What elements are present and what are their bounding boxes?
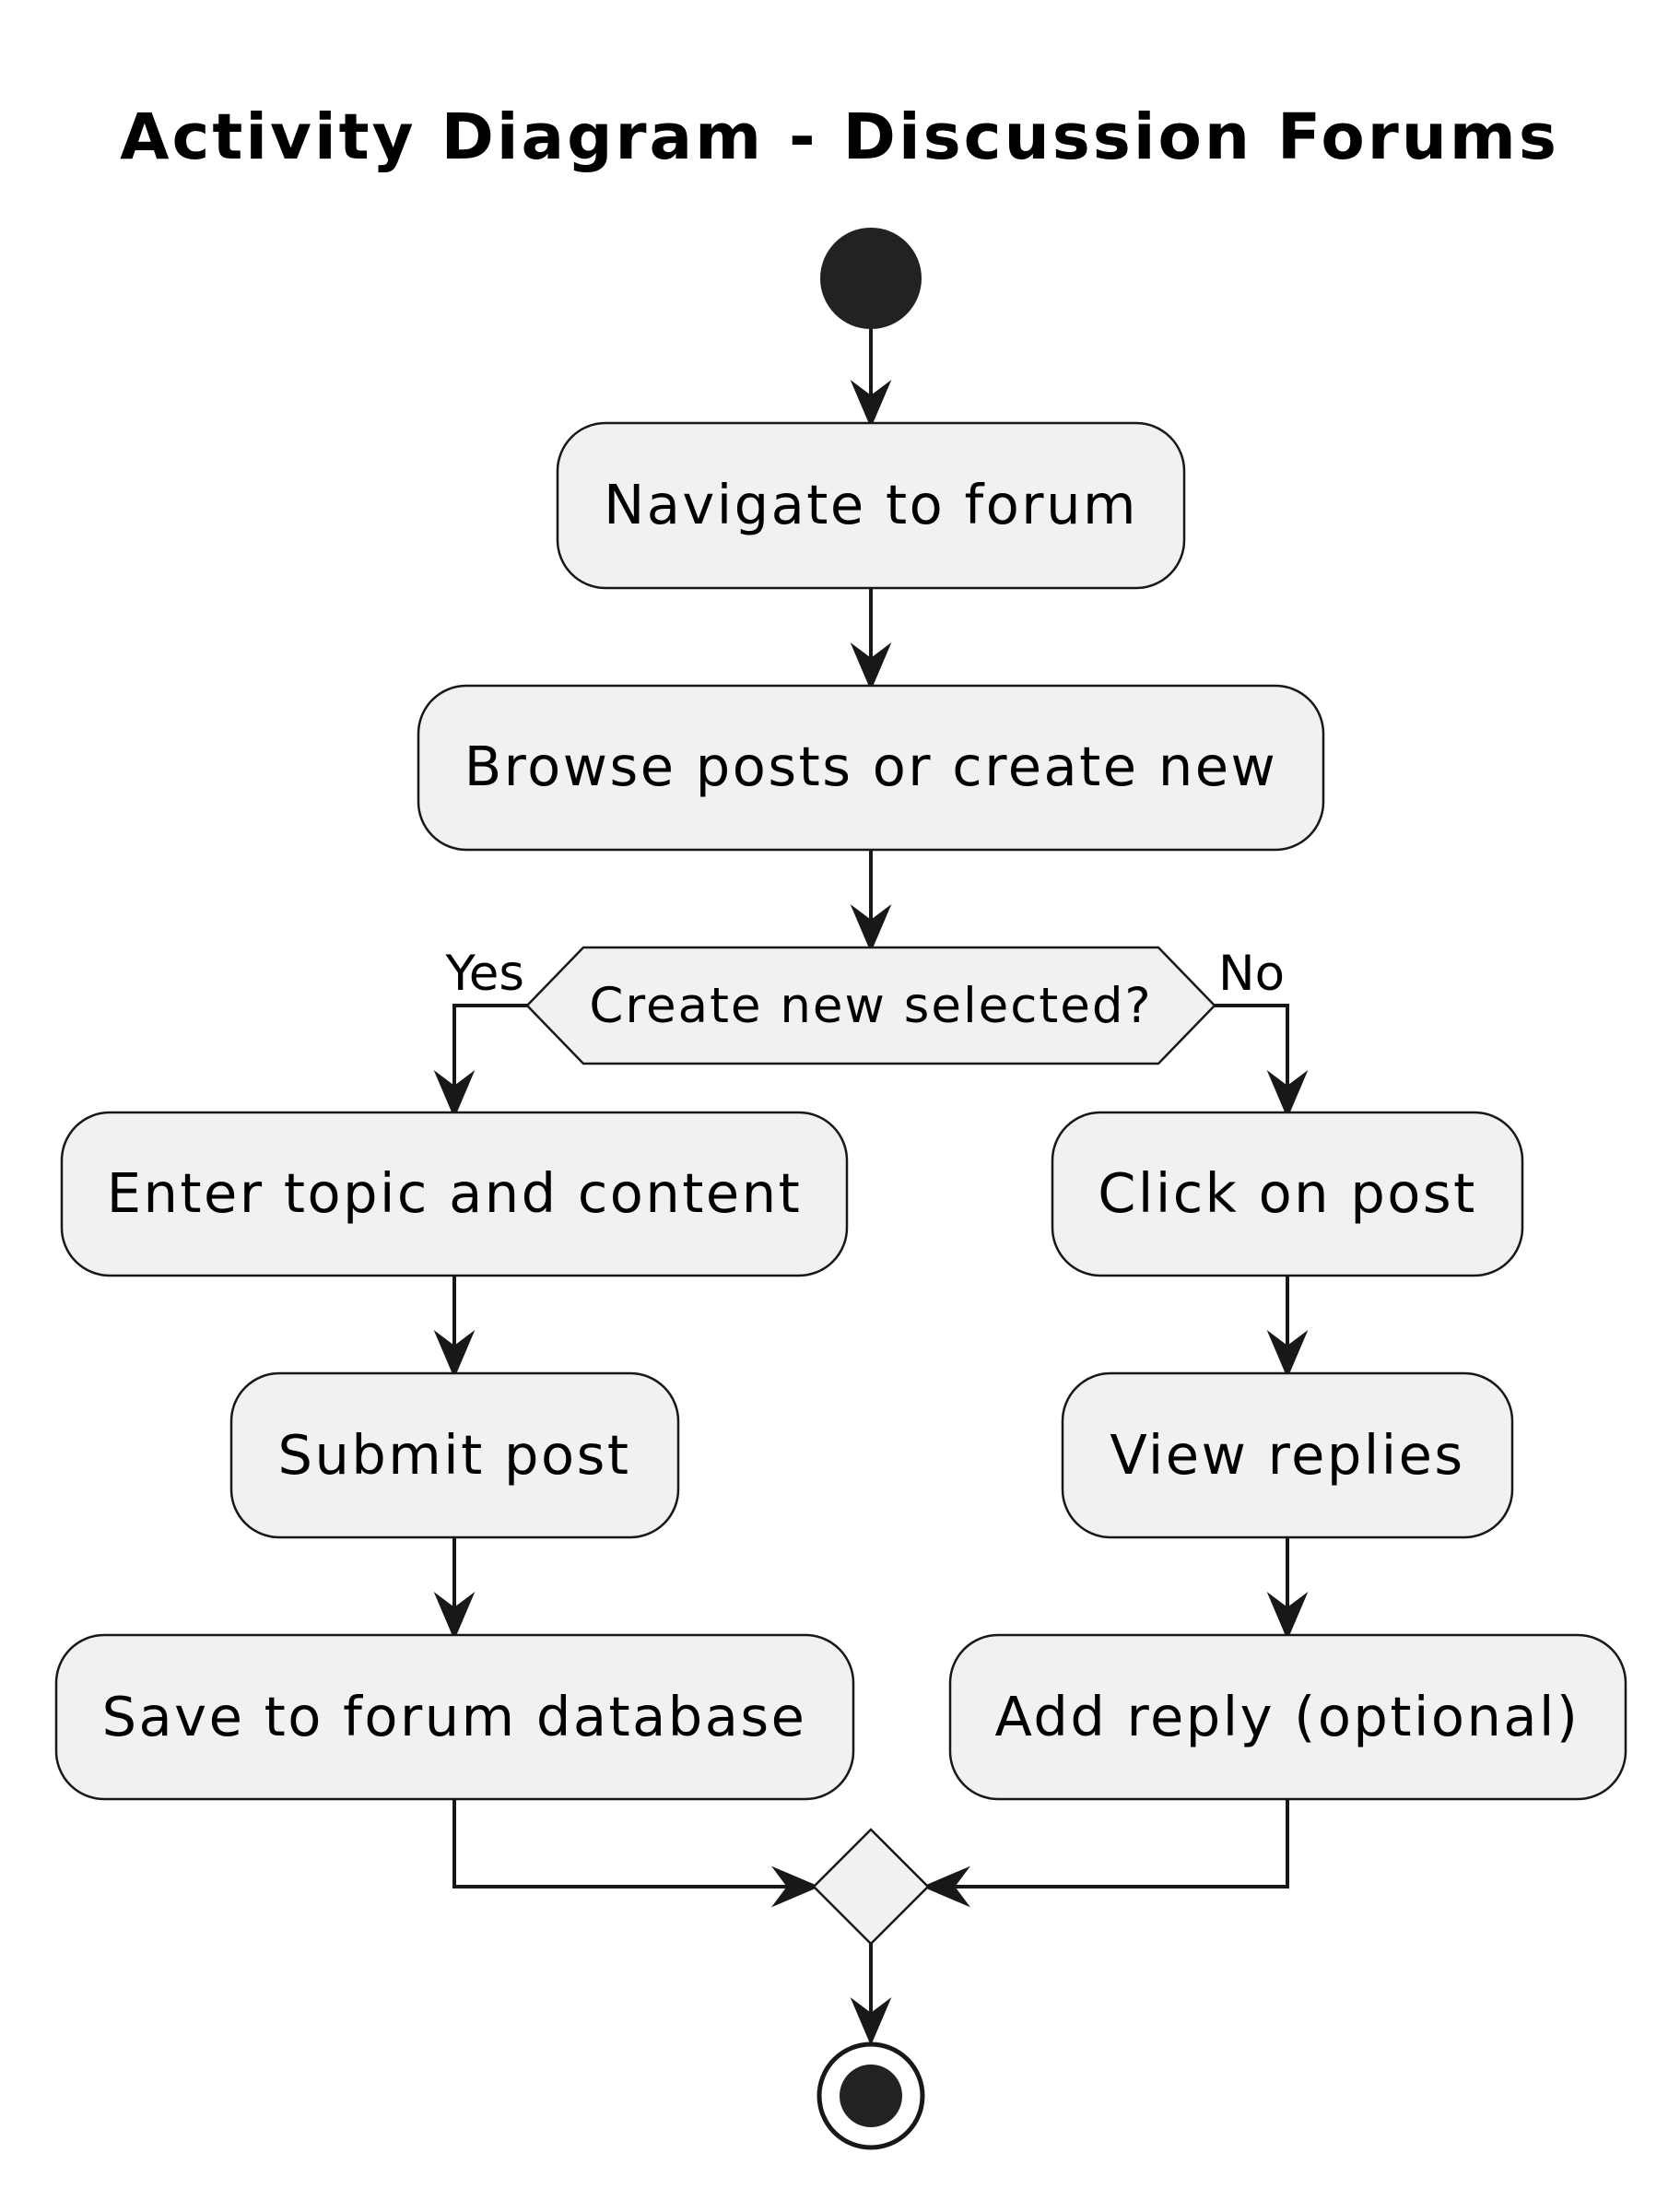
activity-label: Navigate to forum [604,473,1138,536]
diagram-title: Activity Diagram - Discussion Forums [120,100,1559,174]
activity-submit-post: Submit post [229,1371,680,1539]
edge-reply-to-merge [942,1799,1289,1888]
activity-label: Browse posts or create new [464,735,1278,798]
activity-label: Save to forum database [102,1685,807,1748]
arrowhead-add-reply [1266,1591,1309,1641]
activity-click-on-post: Click on post [1051,1111,1524,1277]
arrowhead-view-replies [1266,1329,1309,1379]
activity-add-reply: Add reply (optional) [948,1633,1627,1801]
branch-label-no: No [1218,946,1285,1002]
activity-save-to-database: Save to forum database [54,1633,855,1801]
arrowhead-browse [850,641,892,691]
activity-browse-posts: Browse posts or create new [417,684,1325,852]
activity-navigate-to-forum: Navigate to forum [556,421,1186,590]
activity-label: Enter topic and content [107,1161,803,1225]
arrowhead-click-post [1266,1069,1309,1119]
activity-label: Submit post [278,1423,631,1487]
end-node [817,2041,925,2150]
arrowhead-merge-right [922,1865,971,1908]
arrowhead-decision [850,903,892,953]
decision-question: Create new selected? [589,978,1152,1034]
arrowhead-navigate [850,379,892,429]
start-node [820,228,922,329]
arrowhead-save-database [433,1591,476,1641]
activity-view-replies: View replies [1061,1371,1514,1539]
arrowhead-enter-topic [433,1069,476,1119]
arrowhead-end [850,1996,892,2046]
activity-label: Add reply (optional) [995,1685,1580,1748]
merge-node [812,1828,930,1946]
edge-decision-yes [452,1004,527,1099]
activity-label: Click on post [1098,1161,1477,1225]
activity-label: View replies [1110,1423,1464,1487]
activity-enter-topic: Enter topic and content [60,1111,849,1277]
edge-decision-no [1215,1004,1289,1099]
arrowhead-merge-left [770,1865,820,1908]
edge-save-to-merge [452,1799,800,1888]
branch-label-yes: Yes [444,946,524,1002]
decision-create-new: Create new selected? [525,946,1216,1065]
arrowhead-submit-post [433,1329,476,1379]
